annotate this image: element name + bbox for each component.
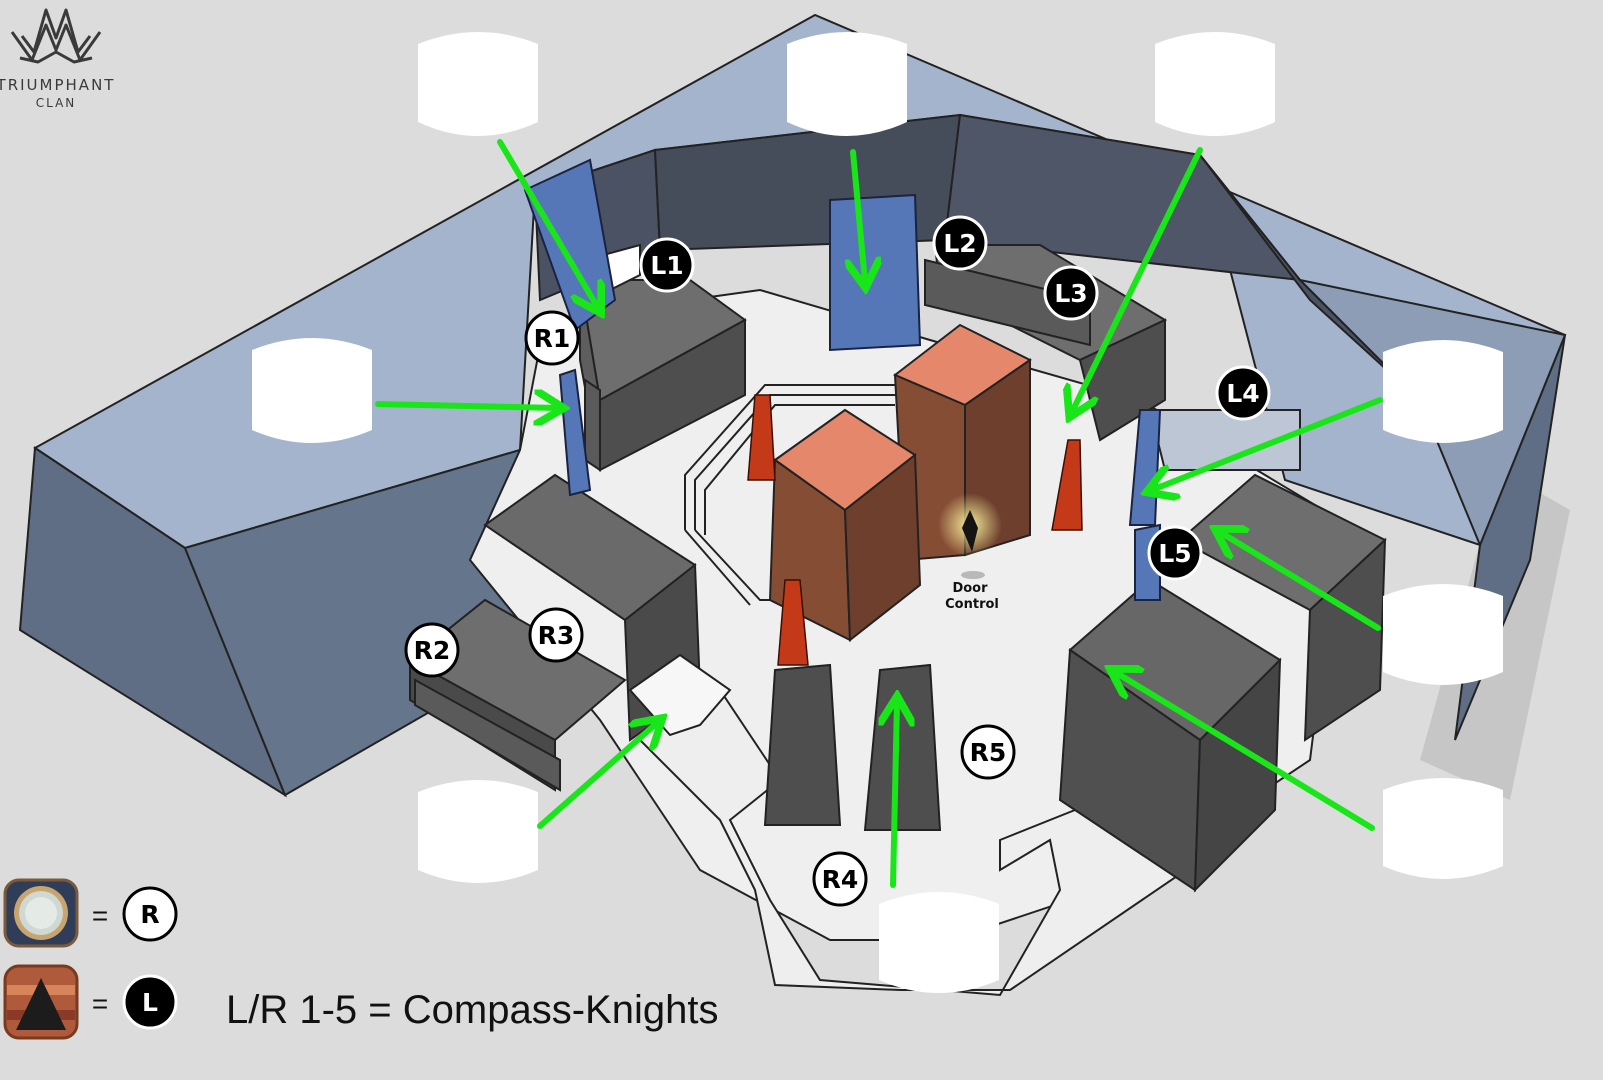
clan-logo: TRIUMPHANT CLAN (0, 8, 115, 110)
pylons (747, 394, 1083, 666)
arrow-to-r1 (375, 404, 558, 408)
door-l2 (829, 193, 922, 352)
marker-l1: L1 (639, 237, 695, 293)
marker-r1: R1 (524, 310, 580, 366)
marker-l5-label: L5 (1158, 539, 1191, 568)
markers-right: R1 R2 R3 R4 R5 (404, 310, 1016, 907)
blank-left-mid (252, 338, 372, 443)
marker-r2: R2 (404, 622, 460, 678)
guide-arrows (375, 139, 1383, 888)
legend-caption: L/R 1-5 = Compass-Knights (226, 988, 718, 1032)
marker-r1-label: R1 (534, 324, 571, 353)
marker-l2: L2 (932, 215, 988, 271)
marker-l1-label: L1 (650, 251, 683, 280)
door-control: Door Control (938, 493, 1002, 612)
marker-l4-label: L4 (1226, 379, 1259, 408)
marker-r5: R5 (960, 724, 1016, 780)
relic-pyramid-icon (3, 964, 79, 1040)
blank-right-upper (1383, 340, 1503, 443)
logo-name: TRIUMPHANT (0, 76, 115, 94)
marker-r3-label: R3 (538, 621, 575, 650)
door-control-line1: Door (952, 581, 988, 596)
blank-top-left (418, 32, 538, 136)
markers-left: L1 L2 L3 L4 L5 (639, 215, 1271, 581)
marker-r2-label: R2 (414, 636, 451, 665)
arrow-to-l2 (853, 149, 865, 282)
marker-r4: R4 (812, 851, 868, 907)
legend-r-symbol: R (140, 900, 159, 929)
arrow-to-l4 (1152, 397, 1383, 490)
blank-top-right (1155, 32, 1275, 136)
arrow-to-box (1115, 672, 1375, 831)
legend-r-equals: = (92, 900, 108, 931)
marker-r4-label: R4 (822, 865, 859, 894)
arrow-to-r4 (893, 702, 897, 888)
arrow-to-r2 (537, 722, 658, 829)
blank-bottom-left (418, 780, 538, 883)
marker-r5-label: R5 (970, 738, 1007, 767)
marker-l3-label: L3 (1054, 279, 1087, 308)
blank-bottom-center (879, 892, 999, 993)
marker-l2-label: L2 (943, 229, 976, 258)
legend-l-row: = L (3, 964, 178, 1040)
blank-right-lower (1383, 778, 1503, 879)
legend-l-symbol: L (142, 988, 158, 1017)
legend-r-row: = R (3, 878, 178, 948)
blank-right-mid (1383, 584, 1503, 685)
marker-l4: L4 (1215, 365, 1271, 421)
relic-orb-icon (3, 878, 79, 948)
legend-l-equals: = (92, 988, 108, 1019)
legend: = R = L L/R 1-5 = Compass-Knights (3, 878, 718, 1040)
arrow-to-l1 (497, 139, 598, 308)
crown-icon (10, 8, 102, 64)
arrow-to-l5 (1220, 532, 1381, 631)
marker-l5: L5 (1147, 525, 1203, 581)
marker-l3: L3 (1043, 265, 1099, 321)
blank-patches (252, 32, 1503, 993)
arrow-to-l3 (1072, 147, 1203, 412)
blank-top-center (787, 32, 907, 136)
marker-r3: R3 (528, 607, 584, 663)
logo-sub: CLAN (36, 96, 77, 110)
door-control-line2: Control (945, 597, 999, 612)
